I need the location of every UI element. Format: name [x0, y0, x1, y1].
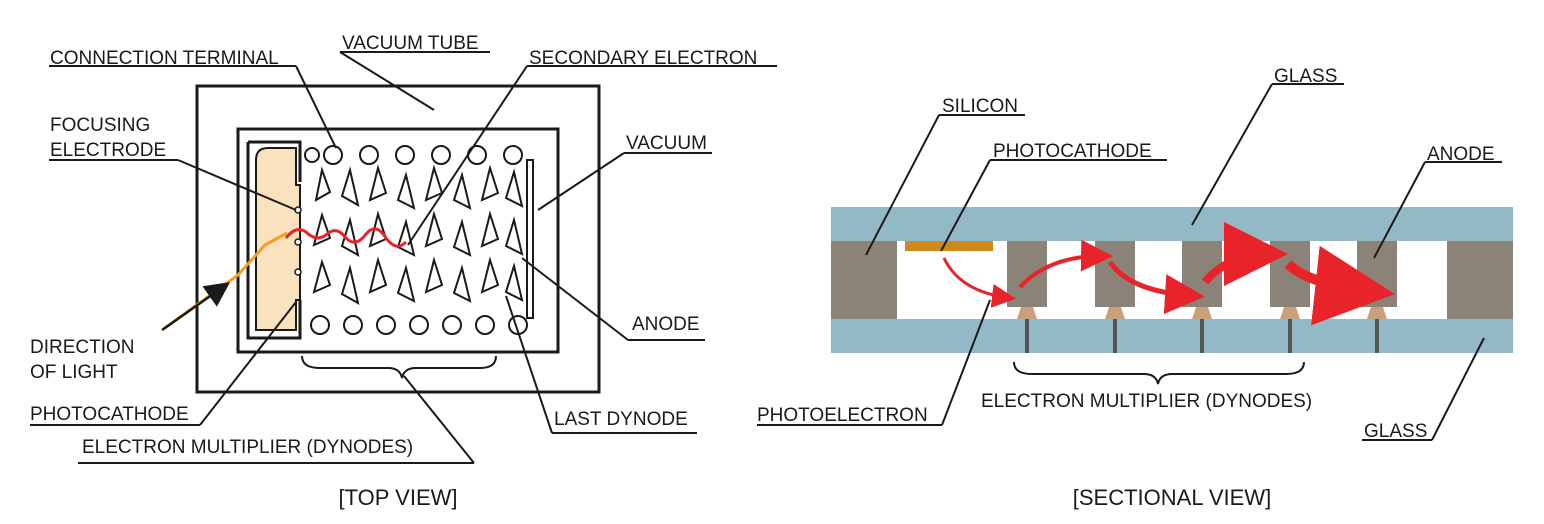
label-direction-of-light-2: OF LIGHT — [30, 362, 118, 383]
glass-bottom-layer — [831, 319, 1513, 353]
label-vacuum: VACUUM — [626, 133, 707, 154]
top-terminals — [304, 145, 523, 165]
photocathode-contact — [294, 238, 302, 246]
label-anode: ANODE — [632, 314, 700, 335]
label-connection-terminal: CONNECTION TERMINAL — [50, 48, 279, 69]
electron-cascade — [942, 222, 1395, 326]
label-silicon: SILICON — [942, 96, 1018, 117]
bottom-terminals — [310, 315, 528, 335]
label-focusing-electrode-1: FOCUSING — [50, 115, 150, 136]
label-anode-sectional: ANODE — [1427, 144, 1495, 165]
silicon-block-left — [831, 241, 897, 319]
anode-plate — [526, 159, 534, 319]
dynode-array — [312, 164, 524, 305]
caption-top-view: [TOP VIEW] — [339, 485, 458, 510]
sectional-electron-multiplier-brace — [1013, 361, 1305, 385]
caption-sectional-view: [SECTIONAL VIEW] — [1073, 485, 1271, 510]
label-direction-of-light-1: DIRECTION — [30, 337, 135, 358]
label-electron-multiplier-sectional: ELECTRON MULTIPLIER (DYNODES) — [981, 391, 1312, 412]
dynode-blocks — [1007, 241, 1397, 307]
electron-multiplier-brace — [301, 355, 497, 379]
vacuum-chamber-outline — [236, 127, 560, 354]
label-focusing-electrode-2: ELECTRODE — [50, 140, 166, 161]
secondary-electron-path — [284, 227, 408, 248]
label-photoelectron: PHOTOELECTRON — [757, 405, 928, 426]
label-glass-top: GLASS — [1274, 66, 1337, 87]
label-last-dynode: LAST DYNODE — [554, 409, 688, 430]
silicon-block-right — [1447, 241, 1513, 319]
label-electron-multiplier: ELECTRON MULTIPLIER (DYNODES) — [82, 437, 413, 458]
photocathode-layer — [905, 241, 993, 251]
photocathode-contact — [294, 268, 302, 276]
glass-top-layer — [831, 207, 1513, 241]
top-view: CONNECTION TERMINAL VACUUM TUBE SECONDAR… — [30, 33, 777, 510]
sectional-view: GLASS SILICON PHOTOCATHODE ANODE PHOTOEL… — [757, 66, 1513, 510]
label-glass-bottom: GLASS — [1364, 421, 1427, 442]
direction-of-light-arrow — [161, 282, 231, 332]
focusing-electrode-frame — [246, 140, 302, 340]
label-vacuum-tube: VACUUM TUBE — [342, 33, 479, 54]
label-photocathode: PHOTOCATHODE — [30, 404, 189, 425]
label-secondary-electron: SECONDARY ELECTRON — [529, 48, 757, 69]
label-photocathode-sectional: PHOTOCATHODE — [993, 141, 1152, 162]
vacuum-tube-outline — [195, 84, 601, 394]
